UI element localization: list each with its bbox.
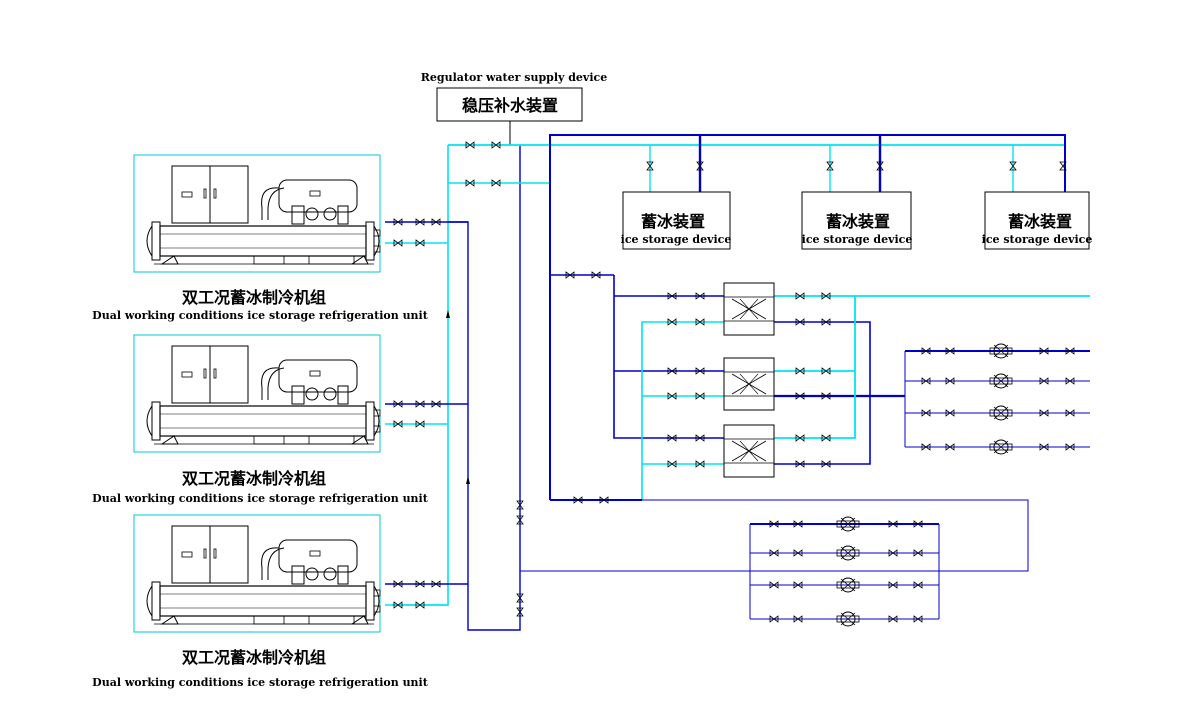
chiller-label-cn-1: 双工况蓄冰制冷机组 [182, 288, 326, 307]
chiller-label-en-2: Dual working conditions ice storage refr… [92, 492, 429, 505]
ice-storage-label-en-2: ice storage device [802, 233, 913, 246]
heat-exchanger-1 [723, 282, 775, 336]
ice-storage-device-2: 蓄冰装置 ice storage device [801, 191, 913, 250]
ice-storage-piping [549, 134, 1067, 500]
chiller-frame-1 [133, 154, 381, 273]
chiller-label-cn-2: 双工况蓄冰制冷机组 [182, 469, 326, 488]
heat-exchanger-3 [723, 424, 775, 478]
chiller-label-cn-3: 双工况蓄冰制冷机组 [182, 648, 326, 667]
chiller-frame-2 [133, 334, 381, 453]
ice-storage-label-en-3: ice storage device [982, 233, 1093, 246]
heat-exchanger-piping [520, 271, 1090, 572]
chiller-unit-2 [133, 334, 381, 453]
primary-pump-group [749, 516, 940, 627]
ice-storage-label-en-1: ice storage device [621, 233, 732, 246]
ice-storage-label-cn-2: 蓄冰装置 [826, 212, 890, 231]
chiller-frame-3 [133, 514, 381, 633]
ice-storage-device-1: 蓄冰装置 ice storage device [621, 191, 732, 250]
regulator-box [436, 87, 583, 122]
chiller-unit-3 [133, 514, 381, 633]
ice-storage-label-cn-3: 蓄冰装置 [1008, 212, 1072, 231]
chiller-unit-1 [133, 154, 381, 273]
chiller-label-en-1: Dual working conditions ice storage refr… [92, 309, 429, 322]
ice-storage-label-cn-1: 蓄冰装置 [641, 212, 705, 231]
regulator-label-cn: 稳压补水装置 [462, 96, 558, 115]
chiller-label-en-3: Dual working conditions ice storage refr… [92, 676, 429, 689]
regulator-label-en: Regulator water supply device [421, 71, 607, 84]
heat-exchanger-2 [723, 357, 775, 411]
secondary-pump-group [904, 343, 1090, 455]
ice-storage-device-3: 蓄冰装置 ice storage device [982, 191, 1093, 250]
